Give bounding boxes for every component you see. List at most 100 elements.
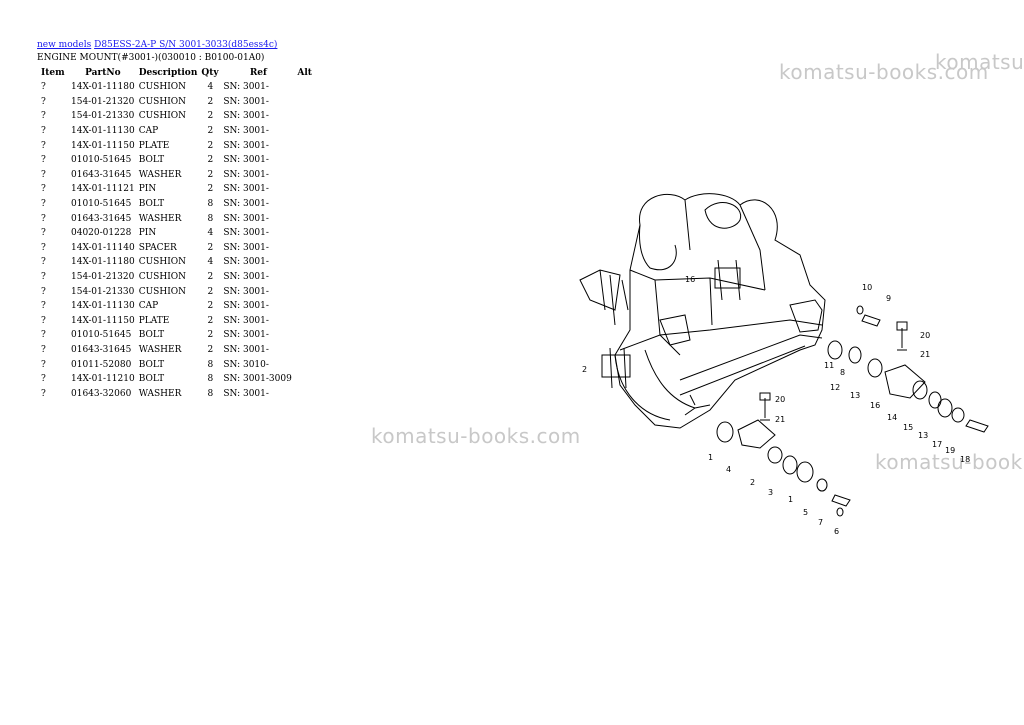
cell-ref: SN: 3001- [223, 301, 269, 312]
cell-item: ? [41, 126, 46, 137]
cell-alt [295, 328, 329, 343]
cell-description: WASHER [138, 169, 182, 180]
cell-qty: 2 [207, 126, 214, 137]
cell-qty: 2 [207, 184, 214, 195]
breadcrumb-link-model[interactable]: D85ESS-2A-P S/N 3001-3033(d85ess4c) [94, 40, 278, 50]
front-mount-parts [716, 392, 851, 517]
cell-alt [295, 357, 329, 372]
cell-partno: 01011-52080 [71, 359, 132, 370]
cell-item: ? [41, 330, 46, 341]
callout: 13 [918, 431, 928, 440]
cell-qty: 2 [207, 315, 214, 326]
cell-qty: 8 [207, 374, 214, 385]
cell-description: CUSHION [138, 111, 186, 122]
cell-qty: 2 [207, 330, 214, 341]
cell-alt [295, 284, 329, 299]
cell-description: PLATE [138, 140, 170, 151]
cell-qty: 8 [207, 388, 214, 399]
cell-partno: 01010-51645 [71, 330, 132, 341]
cell-description: BOLT [138, 155, 165, 166]
cell-description: WASHER [138, 213, 182, 224]
callout: 10 [862, 283, 872, 292]
callout: 15 [903, 423, 913, 432]
cell-ref: SN: 3010- [223, 359, 269, 370]
diagram-callouts: 16 10 9 20 21 11 8 12 13 16 14 15 13 17 … [582, 275, 970, 536]
cell-description: CUSHION [138, 257, 186, 268]
callout: 1 [708, 453, 713, 462]
header-ref: Ref [249, 68, 267, 78]
cell-description: WASHER [138, 344, 182, 355]
cell-alt [295, 255, 329, 270]
cell-partno: 154-01-21330 [71, 111, 135, 122]
cell-qty: 2 [207, 96, 214, 107]
cell-item: ? [41, 111, 46, 122]
cell-description: CAP [138, 126, 159, 137]
cell-description: CUSHION [138, 96, 186, 107]
callout: 8 [840, 368, 845, 377]
cell-ref: SN: 3001- [223, 199, 269, 210]
cell-partno: 14X-01-11140 [71, 242, 135, 253]
cell-item: ? [41, 359, 46, 370]
cell-description: CUSHION [138, 82, 186, 93]
cell-qty: 2 [207, 272, 214, 283]
cell-alt [295, 153, 329, 168]
callout: 5 [803, 508, 808, 517]
cell-ref: SN: 3001- [223, 213, 269, 224]
cell-alt [295, 241, 329, 256]
cell-partno: 14X-01-11180 [71, 257, 135, 268]
cell-alt [295, 211, 329, 226]
cell-item: ? [41, 272, 46, 283]
cell-ref: SN: 3001- [223, 388, 269, 399]
cell-partno: 14X-01-11150 [71, 315, 135, 326]
cell-item: ? [41, 199, 46, 210]
watermark: komatsu-books.com [371, 424, 581, 448]
cell-alt [295, 138, 329, 153]
cell-alt [295, 197, 329, 212]
cell-item: ? [41, 315, 46, 326]
watermark: komatsu-books.com [779, 60, 989, 84]
breadcrumb: new models D85ESS-2A-P S/N 3001-3033(d85… [37, 40, 277, 50]
cell-item: ? [41, 374, 46, 385]
cell-item: ? [41, 213, 46, 224]
cell-description: BOLT [138, 374, 165, 385]
cell-description: BOLT [138, 359, 165, 370]
cell-description: BOLT [138, 330, 165, 341]
cell-partno: 14X-01-11150 [71, 140, 135, 151]
cell-qty: 2 [207, 344, 214, 355]
cell-description: PIN [138, 184, 157, 195]
cell-partno: 14X-01-11121 [71, 184, 135, 195]
cell-qty: 4 [207, 228, 214, 239]
cell-ref: SN: 3001-3009 [223, 374, 292, 385]
cell-partno: 14X-01-11130 [71, 301, 135, 312]
cell-item: ? [41, 169, 46, 180]
callout: 16 [870, 401, 880, 410]
callout: 1 [788, 495, 793, 504]
header-item: Item [41, 68, 65, 78]
engine-mount-diagram: 16 10 9 20 21 11 8 12 13 16 14 15 13 17 … [579, 193, 989, 536]
callout: 2 [582, 365, 587, 374]
cell-ref: SN: 3001- [223, 155, 269, 166]
callout: 16 [685, 275, 695, 284]
watermark: komatsu-book [875, 450, 1023, 474]
cell-ref: SN: 3001- [223, 111, 269, 122]
breadcrumb-link-new-models[interactable]: new models [37, 40, 92, 50]
cell-partno: 01010-51645 [71, 155, 132, 166]
cell-item: ? [41, 140, 46, 151]
callout: 17 [932, 440, 942, 449]
cell-ref: SN: 3001- [223, 330, 269, 341]
cell-alt [295, 80, 329, 95]
cell-qty: 2 [207, 169, 214, 180]
cell-description: CAP [138, 301, 159, 312]
cell-qty: 8 [207, 213, 214, 224]
callout: 14 [887, 413, 897, 422]
